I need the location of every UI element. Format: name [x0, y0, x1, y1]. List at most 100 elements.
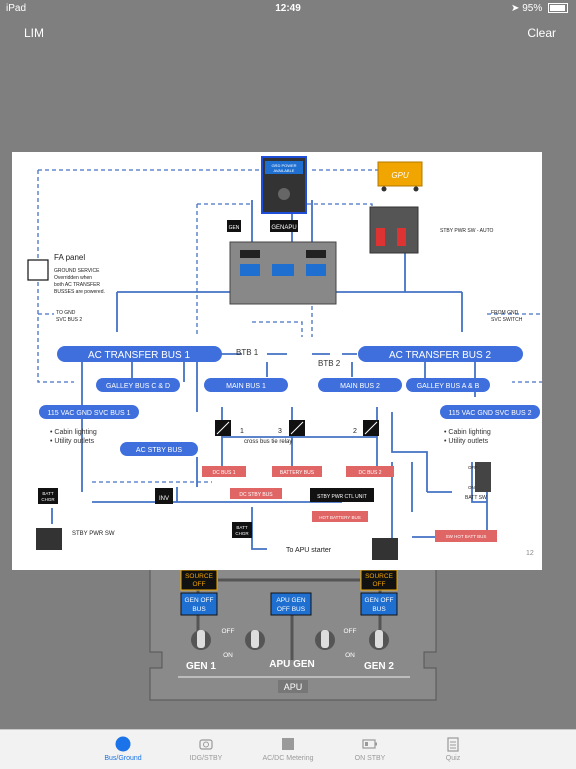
gen-off-bus-1-line1: GEN OFF: [185, 597, 214, 604]
tru-1-label: 1: [240, 428, 244, 435]
on-label-b: ON: [345, 652, 355, 659]
tab-ac-dc-metering[interactable]: AC/DC Metering: [248, 730, 328, 769]
source-off-1-line2: OFF: [193, 581, 206, 588]
gen-box-label: GEN: [229, 225, 240, 231]
gpu-label: GPU: [391, 171, 409, 180]
cross-bus-tie-label: cross bus tie relay: [244, 439, 292, 445]
gen1-switch-right[interactable]: [245, 630, 265, 650]
fa-note-3: both AC TRANSFER: [54, 282, 100, 288]
source-off-2-line1: SOURCE: [365, 573, 393, 580]
bus-wiring: [51, 200, 488, 550]
gen-off-bus-1-line2: BUS: [192, 606, 206, 613]
clock: 12:49: [275, 3, 301, 14]
btb-2-label: BTB 2: [318, 359, 341, 368]
main-bus-2: MAIN BUS 2: [340, 383, 380, 390]
from-gnd-1: FROM GND: [491, 310, 519, 316]
page-number: 12: [526, 550, 534, 557]
apu-gen-off-line1: APU GEN: [276, 597, 306, 604]
source-off-2-light: [360, 569, 398, 591]
clipboard-icon: [447, 737, 459, 752]
inv-label: INV: [159, 496, 169, 502]
status-bar: iPad 12:49 ➤ 95%: [0, 0, 576, 18]
batt-chgr-2-line2: CHGR: [235, 531, 249, 536]
fa-panel-switch: [27, 259, 49, 281]
fa-note-4: BUSSES are powered.: [54, 289, 105, 295]
on-label-a: ON: [223, 652, 233, 659]
hot-battery-bus: HOT BATTERY BUS: [319, 515, 360, 520]
source-off-2-line2: OFF: [373, 581, 386, 588]
ac-transfer-bus-1: AC TRANSFER BUS 1: [88, 350, 190, 361]
apu-gen-label: APU GEN: [269, 659, 315, 670]
batt-sw-label: BATT SW: [465, 495, 487, 501]
fa-panel-title: FA panel: [54, 253, 85, 262]
grd-power-line2: AVAILABLE: [274, 168, 295, 173]
batt-sw-image: [475, 462, 491, 492]
tab-bar: Bus/Ground IDG/STBY AC/DC Metering ON ST…: [0, 729, 576, 769]
battery-icon: [548, 3, 568, 14]
stby-pwr-ctl-unit: STBY PWR CTL UNIT: [317, 494, 367, 500]
gen-off-bus-1-light: [180, 592, 218, 616]
batt-sw-off: OFF: [468, 465, 477, 470]
tab-on-stby-label: ON STBY: [354, 755, 386, 762]
battery-2: [372, 538, 398, 560]
gen-apu-box: GENAPU: [271, 225, 296, 231]
gen-off-bus-2-line1: GEN OFF: [365, 597, 394, 604]
tab-on-stby[interactable]: ON STBY: [330, 730, 410, 769]
square-icon: [282, 738, 294, 750]
ground-service-wiring: [37, 169, 542, 483]
battery-percent: 95%: [522, 3, 543, 14]
batt-chgr-2: [232, 522, 252, 538]
gen1-switch[interactable]: [191, 630, 211, 650]
galley-bus-cd: GALLEY BUS C & D: [106, 383, 170, 390]
main-bus-1: MAIN BUS 1: [226, 383, 266, 390]
off-label-b: OFF: [344, 628, 357, 635]
carrier-label: iPad: [6, 3, 27, 14]
gnd-svc-bus-1: 115 VAC GND SVC BUS 1: [48, 410, 131, 417]
ac-transfer-bus-2: AC TRANSFER BUS 2: [389, 350, 491, 361]
gen-off-bus-2-line2: BUS: [372, 606, 386, 613]
clear-button[interactable]: Clear: [527, 26, 556, 40]
gen2-label: GEN 2: [364, 661, 394, 672]
tab-quiz-label: Quiz: [445, 755, 461, 762]
gen1-label: GEN 1: [186, 661, 216, 672]
tab-idg-stby-label: IDG/STBY: [189, 755, 223, 762]
source-off-1-line1: SOURCE: [185, 573, 213, 580]
from-gnd-2: SVC SWITCH: [491, 317, 523, 323]
fa-note-1: GROUND SERVICE: [54, 268, 100, 274]
batt-chgr-1-line1: BATT: [42, 491, 53, 496]
batt-chgr-1: [38, 488, 58, 504]
gen2-switch[interactable]: [369, 630, 389, 650]
apu-gen-off-line2: OFF BUS: [277, 606, 306, 613]
tab-bus-ground-label: Bus/Ground: [104, 755, 142, 762]
tab-idg-stby[interactable]: IDG/STBY: [166, 730, 246, 769]
sw-hot-batt-bus: SW HOT BATT BUS: [446, 534, 487, 539]
batt-chgr-2-line1: BATT: [236, 525, 247, 530]
tru-3-label: 3: [278, 428, 282, 435]
lim-button[interactable]: LIM: [24, 26, 45, 40]
location-icon: ➤: [511, 3, 520, 14]
battery-status: ➤ 95%: [511, 3, 568, 14]
battery-bus: BATTERY BUS: [280, 470, 315, 476]
tab-ac-dc-metering-label: AC/DC Metering: [262, 755, 314, 762]
galley-bus-ab: GALLEY BUS A & B: [417, 383, 480, 390]
fa-note-2: Overridden when: [54, 275, 92, 281]
apu-gen-off-bus-light: [270, 592, 312, 616]
tab-bus-ground[interactable]: Bus/Ground: [83, 730, 163, 769]
electrical-diagram: AC TRANSFER BUS 1 AC TRANSFER BUS 2 GALL…: [12, 152, 542, 570]
tab-quiz[interactable]: Quiz: [413, 730, 493, 769]
tru-2-label: 2: [353, 428, 357, 435]
gen-off-bus-2-light: [360, 592, 398, 616]
gen2-switch-left[interactable]: [315, 630, 335, 650]
batt-sw-on: ON: [468, 485, 475, 490]
gnd-svc-bus-2: 115 VAC GND SVC BUS 2: [449, 410, 532, 417]
dc-bus-2: DC BUS 2: [358, 470, 381, 476]
gpu-icon: [377, 161, 423, 187]
cabin-lighting-1: • Cabin lighting: [50, 429, 97, 436]
batt-chgr-1-line2: CHGR: [41, 497, 55, 502]
utility-outlets-1: • Utility outlets: [50, 438, 95, 445]
source-off-1-light: [180, 569, 218, 591]
to-gnd-2: SVC BUS 2: [56, 317, 82, 323]
off-label-a: OFF: [222, 628, 235, 635]
apu-starter-label: To APU starter: [286, 547, 332, 554]
